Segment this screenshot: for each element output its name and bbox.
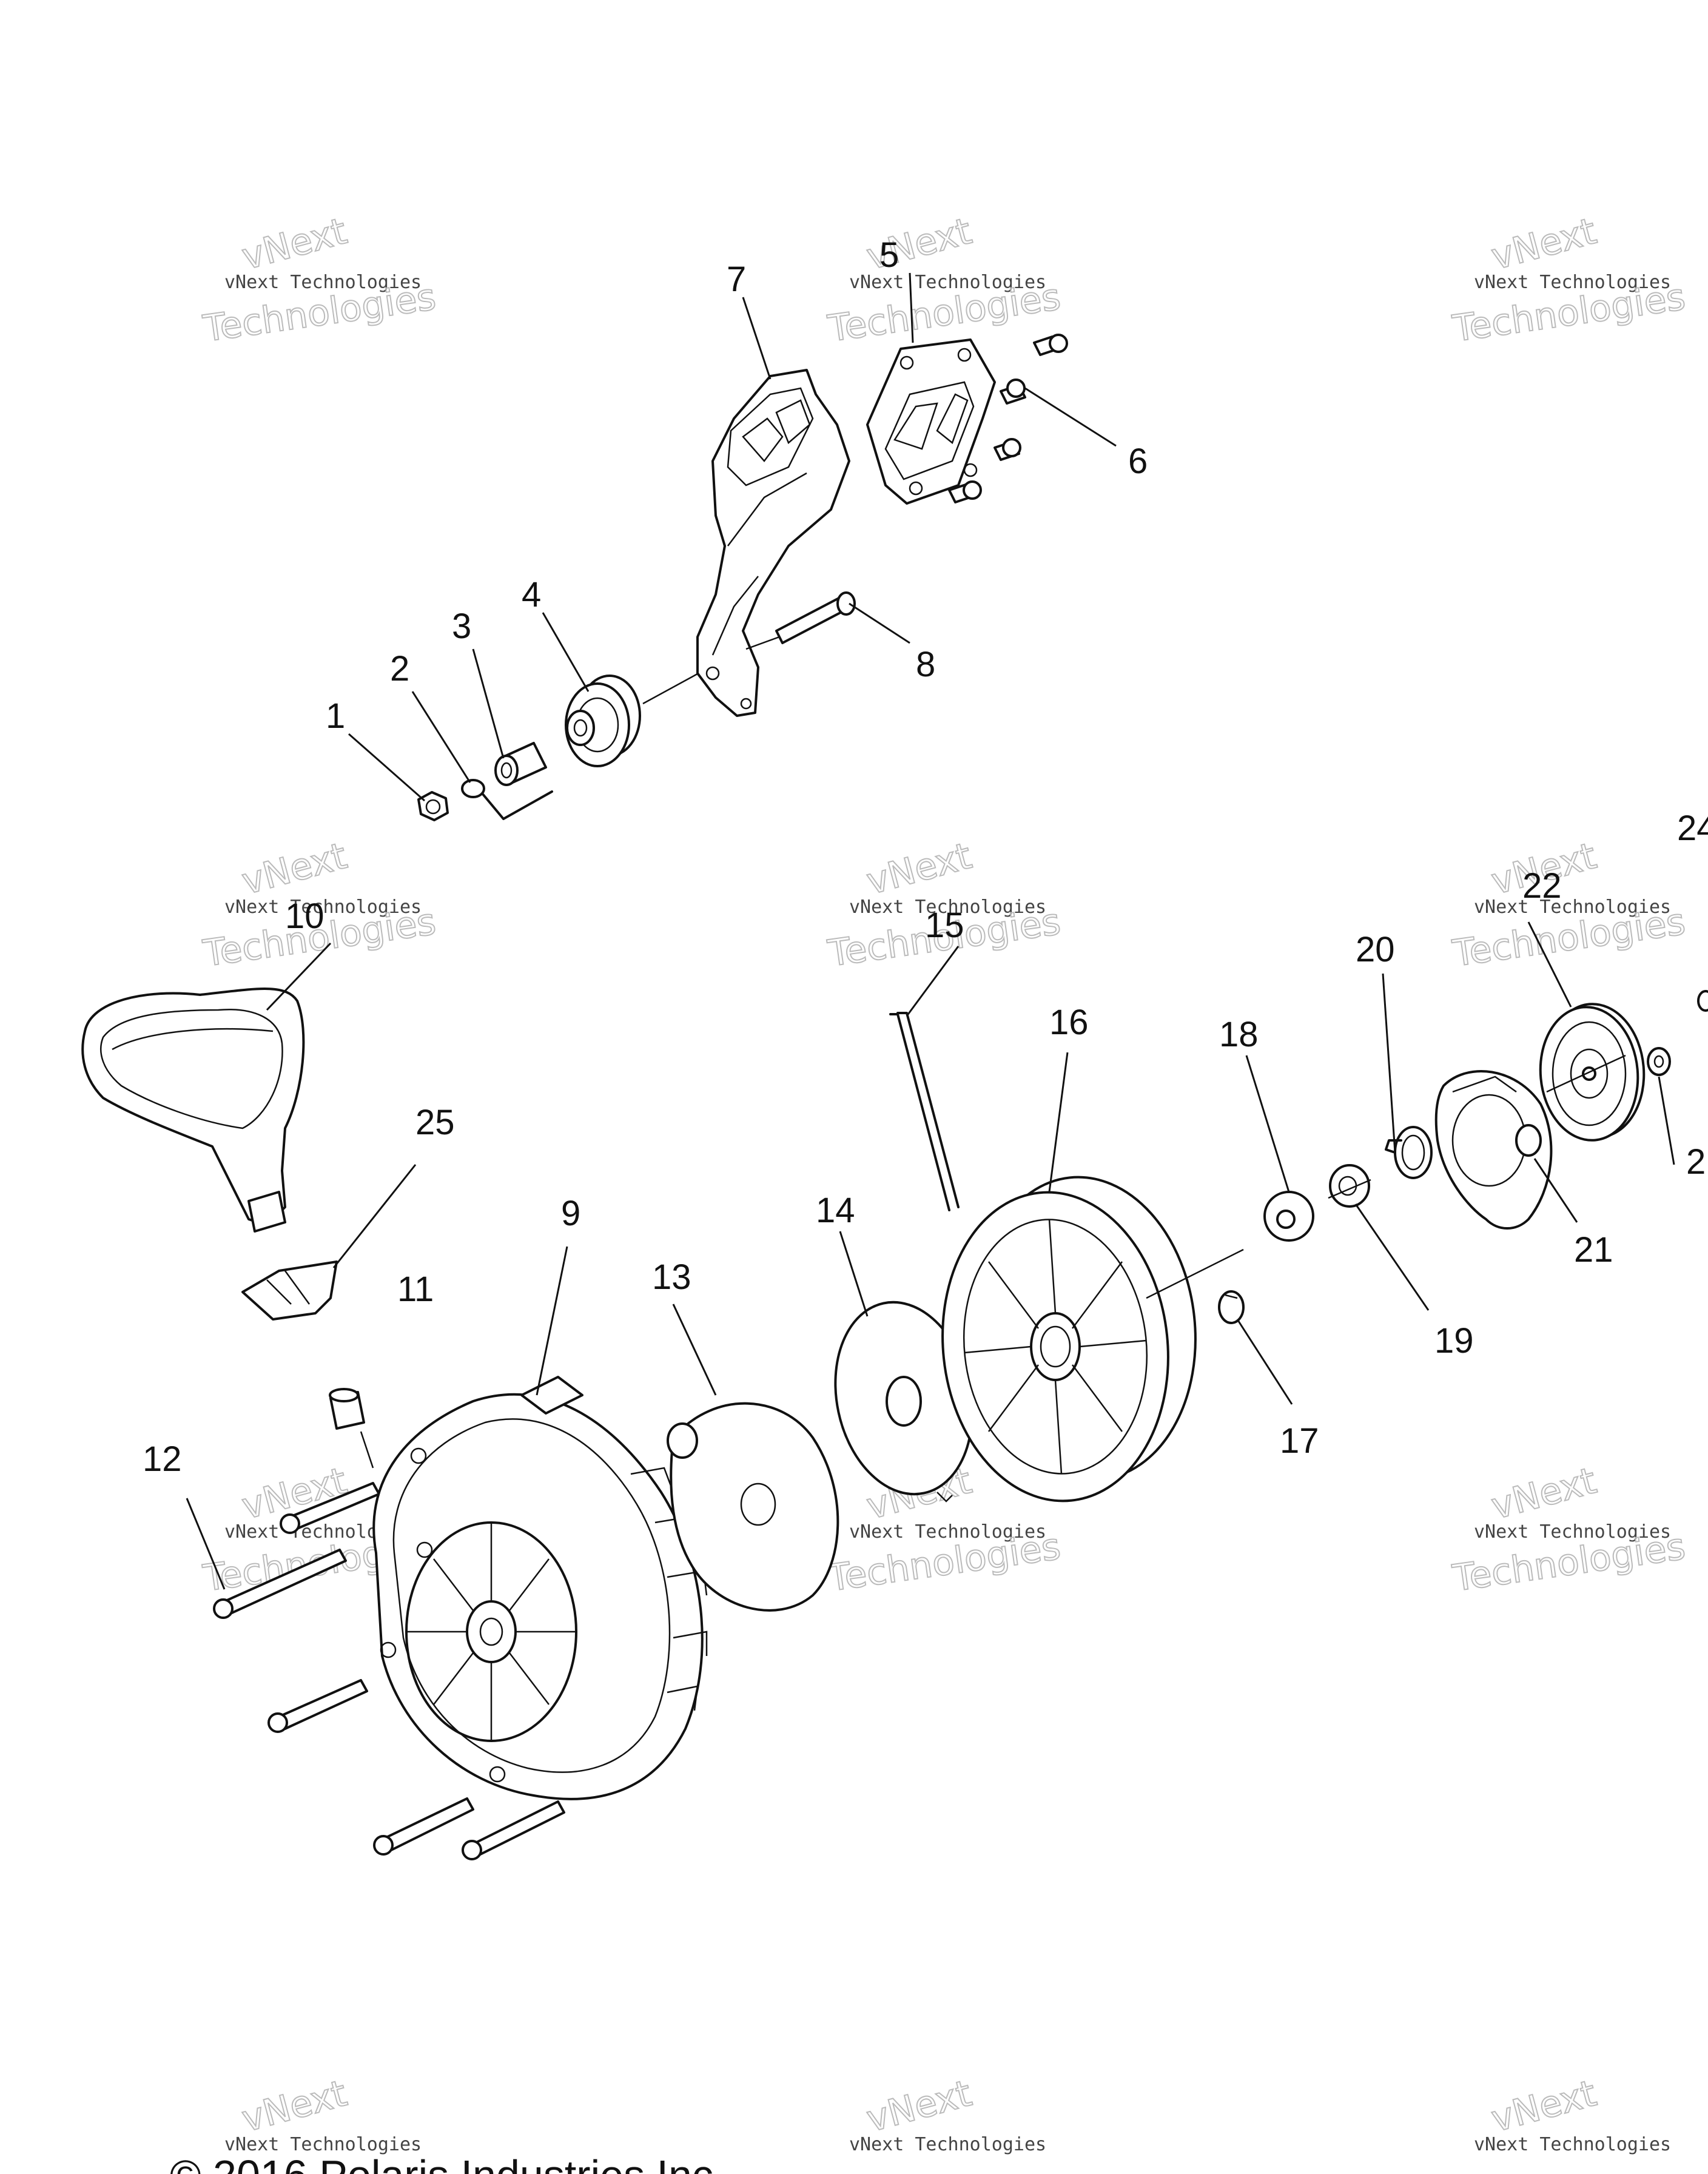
svg-text:vNext Technologies: vNext Technologies: [1474, 2134, 1671, 2155]
copyright-text: © 2016 Polaris Industries Inc.: [170, 2152, 725, 2174]
part-21-cover: [1434, 1070, 1553, 1230]
part-8-pin: [745, 591, 856, 650]
callout-11: 11: [397, 1270, 434, 1309]
watermark: vNext vNext Technologies Technologies: [200, 209, 439, 351]
watermark: vNext vNext Technologies Technologies: [824, 209, 1063, 351]
callout-20: 20: [1356, 930, 1395, 969]
callout-13: 13: [652, 1257, 691, 1297]
svg-text:vNext: vNext: [1487, 2072, 1601, 2141]
callout-18: 18: [1219, 1015, 1259, 1054]
part-14-plate: [834, 1301, 973, 1503]
part-25-insert: [241, 1260, 338, 1321]
callout-17: 17: [1280, 1421, 1319, 1461]
callout-2: 2: [390, 649, 409, 688]
part-18-washer: [1263, 1191, 1314, 1242]
part-15-rope: [889, 1012, 960, 1211]
callout-25: 25: [415, 1103, 455, 1142]
svg-text:vNext Technologies: vNext Technologies: [849, 897, 1046, 918]
watermark: vNext vNext Technologies Technologies: [824, 834, 1063, 976]
callout-8: 8: [916, 645, 935, 684]
part-13-gasket: [667, 1402, 839, 1612]
part-17-ring: [1218, 1290, 1245, 1324]
callout-21: 21: [1574, 1230, 1613, 1270]
callout-10: 10: [285, 897, 324, 936]
svg-text:vNext: vNext: [862, 2072, 976, 2141]
watermark: vNext vNext Technologies Technologies: [1449, 834, 1688, 976]
callouts: 1 2 3 4 5 6 7 8 9 10 11 12 13 14 15 16 1…: [143, 235, 1708, 1479]
callout-16: 16: [1049, 1003, 1089, 1042]
part-22-disc: [1539, 1003, 1646, 1142]
svg-text:vNext Technologies: vNext Technologies: [224, 2134, 422, 2155]
part-2-clip: [461, 779, 553, 820]
part-7-bracket: [696, 369, 850, 717]
callout-6: 6: [1128, 442, 1148, 481]
part-6-bolts: [948, 334, 1068, 503]
part-4-pulley: [565, 675, 641, 767]
svg-text:vNext Technologies: vNext Technologies: [224, 897, 422, 918]
svg-text:vNext: vNext: [1487, 210, 1601, 278]
part-11-spacer: [329, 1388, 365, 1430]
svg-text:vNext Technologies: vNext Technologies: [849, 2134, 1046, 2155]
svg-text:vNext: vNext: [238, 835, 351, 903]
svg-text:vNext: vNext: [862, 835, 976, 903]
svg-text:vNext Technologies: vNext Technologies: [849, 1521, 1046, 1543]
part-3-bushing: [494, 742, 547, 786]
watermark: vNext vNext Technologies: [1474, 2071, 1671, 2155]
part-9-housing: [372, 1376, 708, 1800]
part-23-washer: [1647, 1047, 1671, 1076]
callout-4: 4: [522, 575, 541, 614]
part-1-nut: [417, 791, 449, 821]
svg-text:vNext Technologies: vNext Technologies: [224, 272, 422, 293]
callout-24: 24: [1677, 809, 1708, 848]
part-16-reel: [941, 1176, 1197, 1503]
svg-text:vNext Technologies: vNext Technologies: [1474, 1521, 1671, 1543]
watermark: vNext vNext Technologies: [849, 2071, 1046, 2155]
watermark: vNext vNext Technologies Technologies: [1449, 1459, 1688, 1601]
callout-3: 3: [452, 607, 471, 646]
svg-text:vNext Technologies: vNext Technologies: [1474, 272, 1671, 293]
part-19-bushing: [1329, 1164, 1370, 1208]
svg-text:vNext: vNext: [238, 210, 351, 278]
leader-lines: [186, 272, 1675, 1590]
watermark: vNext vNext Technologies: [224, 2071, 422, 2155]
part-20-spring: [1385, 1126, 1433, 1179]
part-12-bolts: [213, 1482, 565, 1860]
callout-1: 1: [326, 696, 345, 736]
part-24-bolt: [1697, 990, 1708, 1012]
callout-5: 5: [879, 235, 899, 275]
svg-text:vNext Technologies: vNext Technologies: [849, 272, 1046, 293]
watermark: vNext vNext Technologies Technologies: [1449, 209, 1688, 351]
part-10-handle: [81, 988, 305, 1233]
callout-19: 19: [1434, 1321, 1474, 1361]
callout-12: 12: [143, 1439, 182, 1479]
svg-text:vNext: vNext: [1487, 1459, 1601, 1528]
svg-text:vNext Technologies: vNext Technologies: [1474, 897, 1671, 918]
callout-22: 22: [1522, 866, 1562, 906]
callout-23-partial: 2: [1686, 1142, 1706, 1182]
callout-14: 14: [816, 1191, 855, 1230]
svg-text:vNext: vNext: [238, 2072, 351, 2141]
part-5-plate: [866, 338, 996, 505]
callout-15: 15: [925, 906, 964, 945]
callout-9: 9: [561, 1194, 580, 1233]
callout-7: 7: [727, 260, 746, 299]
